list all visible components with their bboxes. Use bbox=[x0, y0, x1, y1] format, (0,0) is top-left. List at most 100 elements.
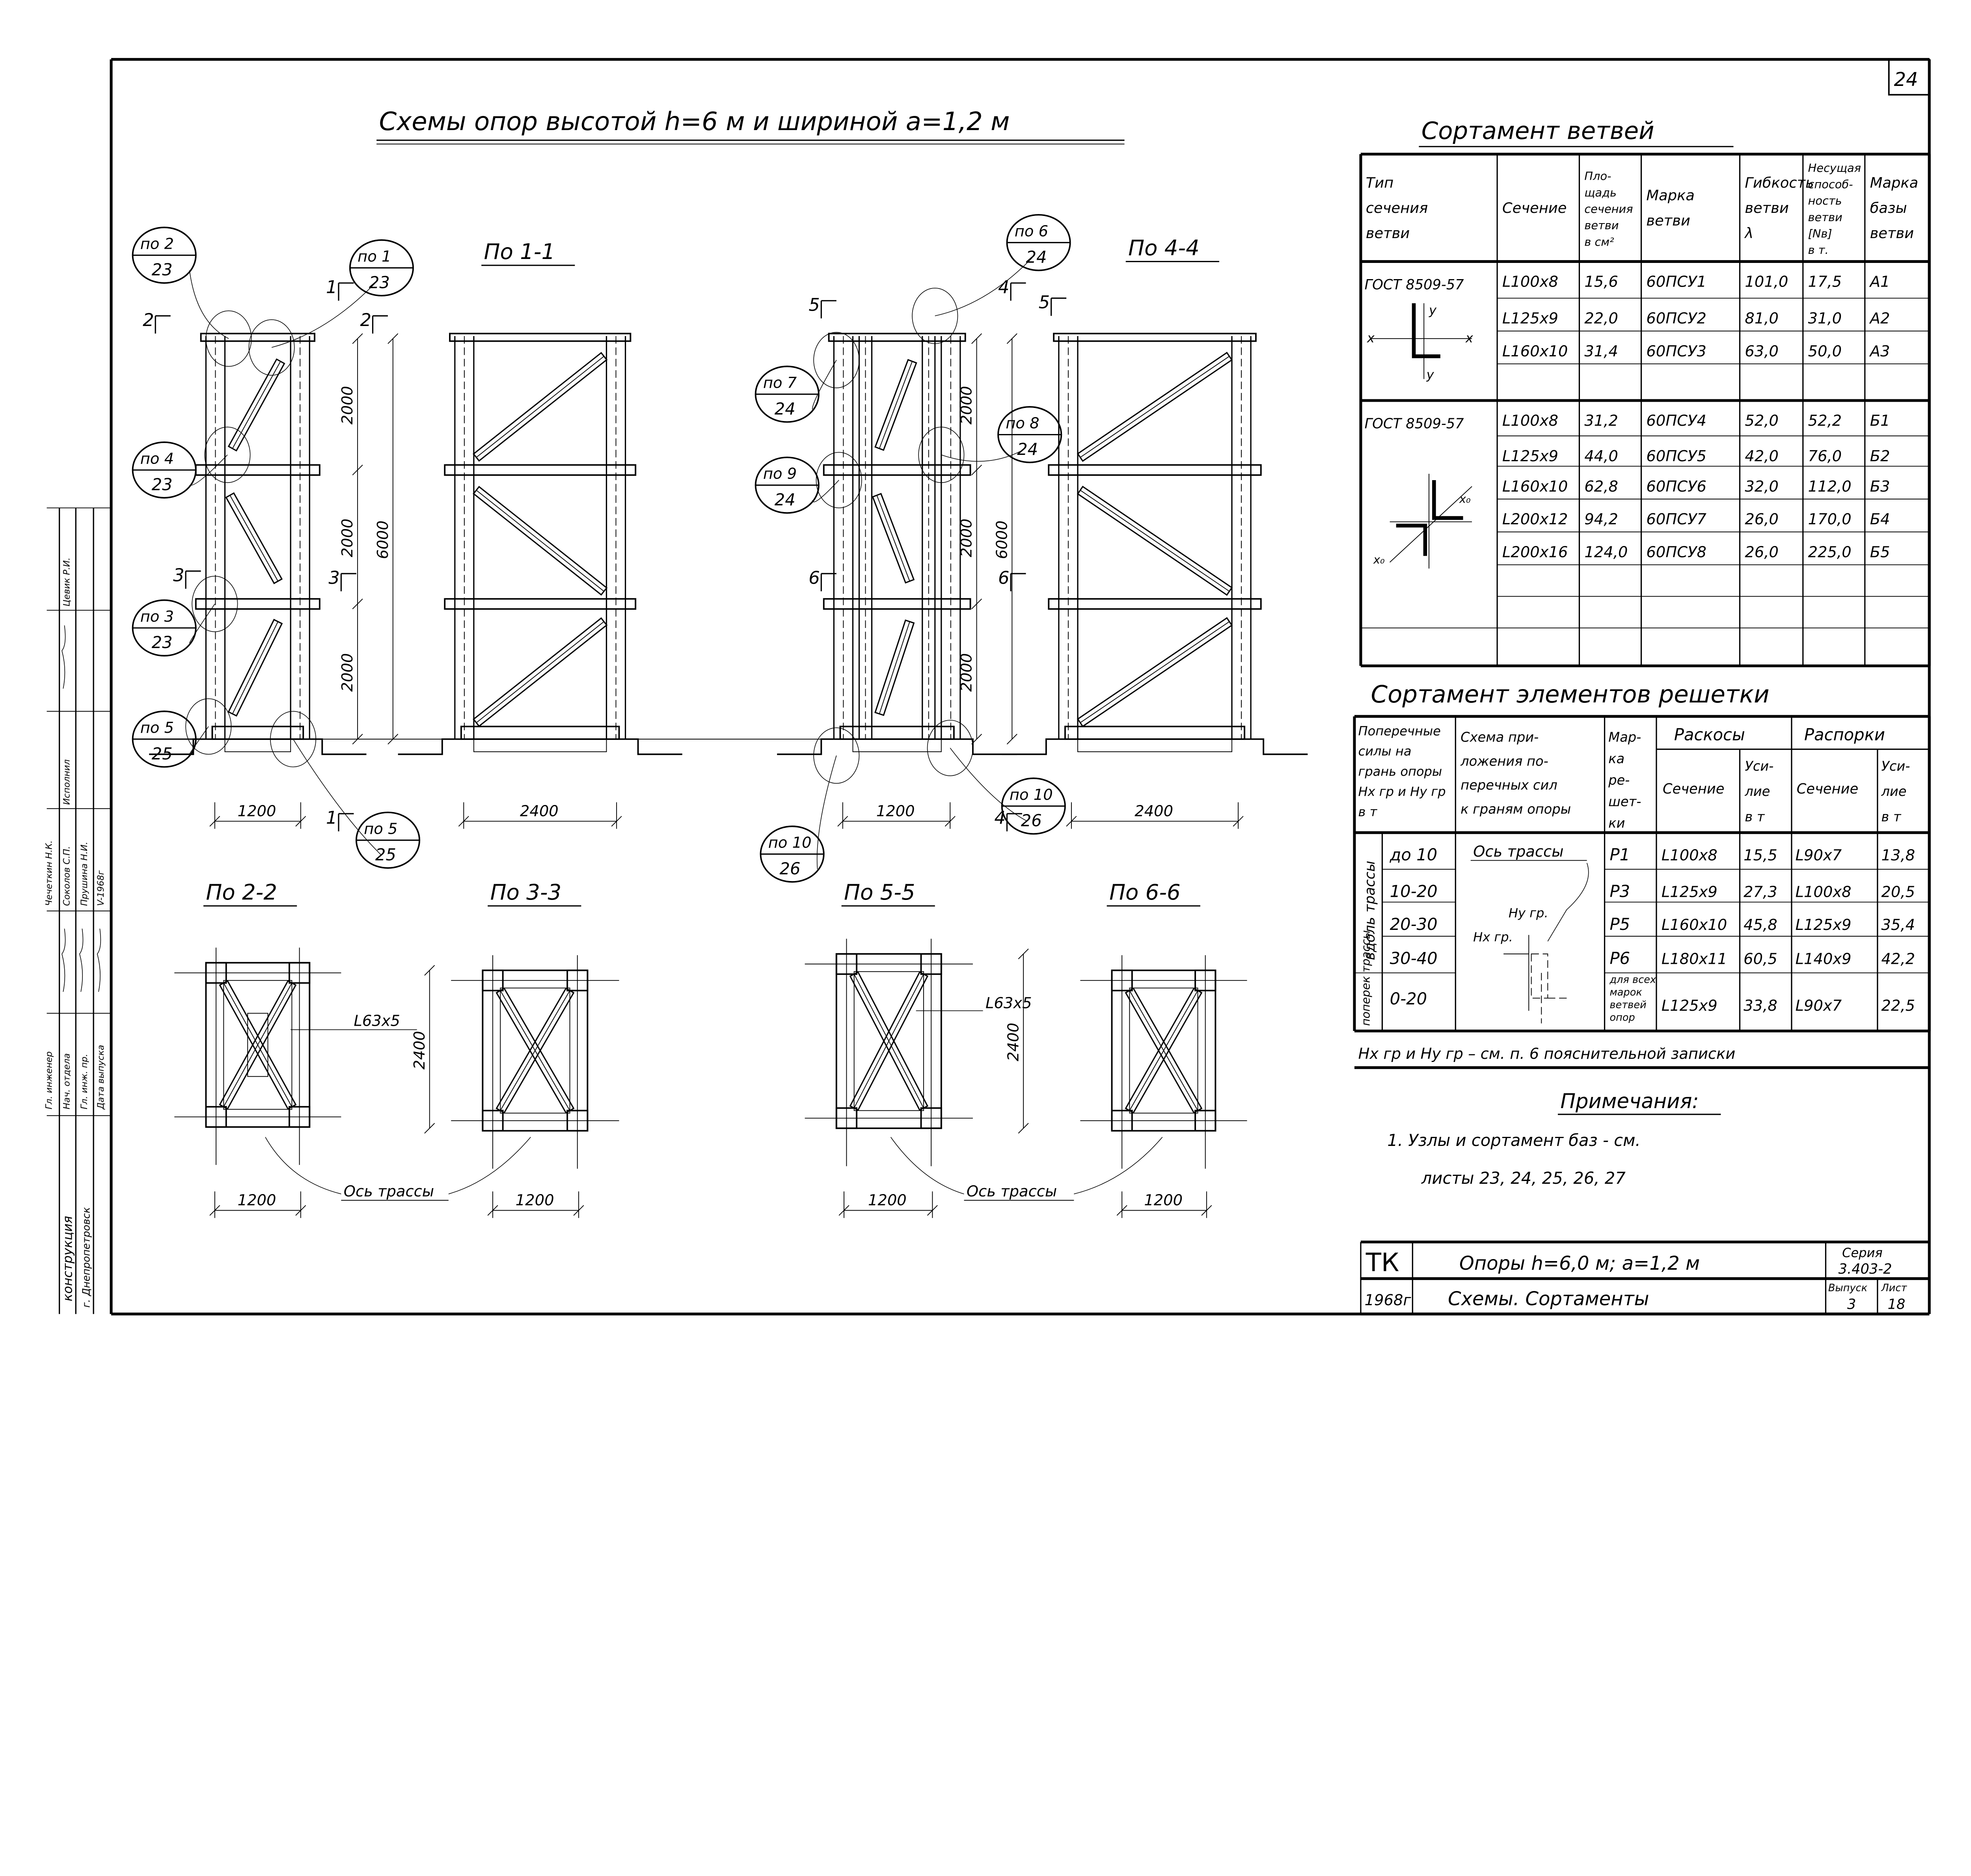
lattice-footnote: Hx гр и Hy гр – см. п. 6 пояснительной з… bbox=[1358, 1045, 1736, 1063]
callout-sheet: 25 bbox=[152, 744, 173, 763]
node-highlight bbox=[248, 319, 295, 376]
stamp-executor: Цевик Р.И. bbox=[61, 557, 72, 606]
issue-label: Выпуск bbox=[1828, 1282, 1868, 1294]
section-mark-number: 6 bbox=[809, 567, 820, 588]
callout-leader bbox=[816, 755, 837, 870]
stamp-role: Гл. инженер bbox=[44, 1051, 54, 1109]
callout-leader bbox=[189, 270, 229, 339]
diagonal-force: 60,5 bbox=[1744, 950, 1777, 968]
lattice-mark: Р1 bbox=[1610, 845, 1630, 864]
diagonal-brace bbox=[1077, 352, 1233, 462]
section-mark-number: 1 bbox=[326, 277, 337, 298]
column-header: [Nв] bbox=[1808, 227, 1832, 240]
stamp-role: Гл. инж. пр. bbox=[79, 1054, 89, 1109]
table-cell: 31,0 bbox=[1808, 310, 1842, 328]
diagonal-brace bbox=[227, 358, 285, 452]
diagonal-brace bbox=[473, 617, 608, 727]
table-cell: 60ПСУ8 bbox=[1646, 543, 1706, 561]
column-header: Уси- bbox=[1881, 758, 1910, 774]
dimension-text: 2400 bbox=[520, 803, 559, 820]
lattice-mark: ветвей bbox=[1610, 999, 1646, 1011]
dimension-height: 6000 bbox=[374, 520, 392, 559]
column-header: Сечение bbox=[1797, 781, 1858, 797]
diagonal-section: L100x8 bbox=[1662, 847, 1718, 864]
diagonal-brace bbox=[219, 980, 297, 1110]
table-cell: 81,0 bbox=[1745, 310, 1779, 328]
group-label-across: поперек трассы bbox=[1359, 930, 1372, 1026]
table-cell: 60ПСУ1 bbox=[1646, 273, 1706, 291]
view-title-v44: По 4-4 bbox=[1128, 235, 1200, 260]
node-highlight bbox=[912, 287, 958, 344]
callout-node: по 4 bbox=[140, 450, 174, 468]
callout-node: по 5 bbox=[140, 719, 174, 737]
column-header: к граням опоры bbox=[1461, 801, 1571, 817]
node-highlight bbox=[185, 698, 232, 755]
table-cell: 17,5 bbox=[1808, 273, 1842, 291]
sheet-number-title-block: 18 bbox=[1887, 1296, 1905, 1312]
section-mark-number: 4 bbox=[994, 807, 1006, 828]
node-callout: по 223 bbox=[132, 226, 252, 367]
dimension-text: 1200 bbox=[1144, 1192, 1183, 1209]
plan-inner bbox=[500, 987, 570, 1114]
strut-section: L90x7 bbox=[1795, 997, 1842, 1015]
brace-inner-line bbox=[476, 621, 604, 723]
branch-angle bbox=[1111, 1110, 1133, 1132]
lattice-assortment-table: Сортамент элементов решеткиПоперечныесил… bbox=[1353, 680, 1931, 1069]
callout-sheet: 24 bbox=[775, 399, 795, 418]
column-header: Несущая bbox=[1808, 161, 1861, 175]
column-header: Уси- bbox=[1745, 758, 1774, 774]
signature bbox=[79, 928, 84, 992]
stamp-executed-label: Исполнил bbox=[61, 759, 72, 805]
horizontal-strut bbox=[444, 598, 637, 610]
brace-inner-line bbox=[853, 974, 924, 1108]
top-cap bbox=[828, 333, 966, 342]
node-callout: по 123 bbox=[248, 239, 414, 376]
foundation-block bbox=[224, 739, 291, 753]
brace-inner-line bbox=[1080, 621, 1230, 723]
top-cap bbox=[449, 333, 632, 342]
callout-node: по 8 bbox=[1006, 415, 1039, 432]
branch-table-title: Сортамент ветвей bbox=[1421, 117, 1654, 145]
horizontal-strut bbox=[444, 464, 637, 476]
dimension-tick bbox=[352, 333, 363, 344]
dimension-tick bbox=[1018, 1123, 1029, 1134]
table-cell: Б3 bbox=[1870, 478, 1890, 496]
route-axis-leader bbox=[265, 1137, 531, 1194]
lattice-mark: Р5 bbox=[1610, 915, 1630, 934]
horizontal-strut bbox=[195, 598, 320, 610]
diagonal-force: 15,5 bbox=[1744, 847, 1777, 864]
diagonal-force: 45,8 bbox=[1744, 916, 1777, 934]
branch-angle bbox=[289, 1106, 311, 1128]
table-cell: 60ПСУ2 bbox=[1646, 310, 1706, 328]
diagonal-brace bbox=[849, 971, 929, 1111]
plan-inner bbox=[1129, 987, 1198, 1114]
column-header: ки bbox=[1608, 815, 1625, 831]
callout-leader bbox=[812, 360, 837, 410]
column-header: ка bbox=[1608, 751, 1624, 766]
column-header: Hx гр и Hy гр bbox=[1358, 784, 1446, 799]
callout-leader bbox=[271, 283, 376, 348]
table-cell: 52,2 bbox=[1808, 412, 1842, 430]
branch-angle bbox=[566, 1110, 589, 1132]
horizontal-strut bbox=[1048, 464, 1262, 476]
diagonal-brace bbox=[872, 493, 915, 584]
diagonal-brace bbox=[496, 987, 575, 1114]
signature bbox=[97, 928, 101, 992]
diagonal-brace bbox=[219, 980, 297, 1110]
strut-section: L100x8 bbox=[1795, 883, 1851, 901]
drawing-sheet: 24 Схемы опор высотой h=6 м и шириной a=… bbox=[44, 58, 1931, 1315]
table-cell: L100x8 bbox=[1502, 273, 1558, 291]
node-highlight bbox=[927, 720, 973, 776]
branch-angle bbox=[920, 953, 942, 975]
section-type-label: ГОСТ 8509-57 bbox=[1365, 416, 1464, 432]
dimension-height: 6000 bbox=[993, 520, 1011, 559]
year: 1968г bbox=[1365, 1291, 1412, 1309]
axis-label: y bbox=[1429, 303, 1437, 318]
table-cell: А1 bbox=[1869, 273, 1890, 291]
gusset bbox=[247, 1013, 268, 1077]
